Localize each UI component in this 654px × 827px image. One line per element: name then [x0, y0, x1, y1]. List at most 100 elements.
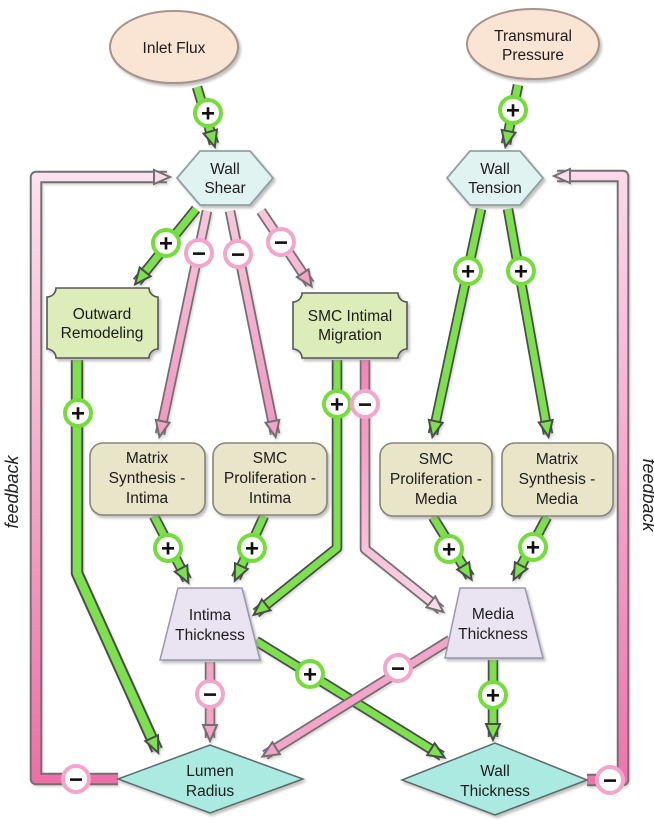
badge-wall-feedback-to-tension: − [595, 765, 625, 795]
badge-intima-to-wall: + [295, 659, 325, 689]
badge-intima-to-lumen: − [195, 679, 225, 709]
badge-sign: + [486, 683, 500, 710]
wall-tension-label-line-2: Tension [468, 180, 521, 197]
badge-shear-to-migration: − [266, 227, 296, 257]
transmural-pressure-label-line-2: Pressure [502, 47, 564, 64]
matrix-synthesis-media-label-line-2: Synthesis - [519, 471, 596, 488]
wall-tension-label-line-1: Wall [480, 161, 510, 178]
badge-sign: + [71, 401, 85, 428]
wall-thickness-label-line-2: Thickness [460, 783, 530, 800]
badge-sign: + [303, 662, 317, 689]
badge-sign: + [526, 535, 540, 562]
badge-ring [61, 764, 91, 794]
badge-lumen-feedback-to-shear: − [61, 764, 91, 794]
badge-tension-to-prolif-media: + [453, 256, 483, 286]
smc-proliferation-intima-label-line-1: SMC [253, 450, 287, 467]
badge-shear-to-matrix-intima: − [184, 238, 214, 268]
wall-shear-label-line-2: Shear [204, 180, 245, 197]
badge-ring [478, 680, 508, 710]
badge-migration-to-media: − [350, 389, 380, 419]
node-intima-thickness: Intima Thickness [159, 587, 261, 661]
media-thickness-label-line-1: Media [472, 606, 515, 623]
wall-thickness-label-line-1: Wall [480, 763, 510, 780]
badge-matrix-intima-to-intima: + [153, 533, 183, 563]
node-shape [89, 442, 206, 516]
node-inlet-flux: Inlet Flux [109, 10, 239, 84]
node-shape [379, 442, 493, 517]
badge-sign: − [69, 767, 83, 794]
edge-wall-tension-to-matrix-synthesis-media [502, 208, 554, 440]
badge-ring [350, 389, 380, 419]
badge-ring [595, 765, 625, 795]
node-shape [399, 742, 590, 816]
badge-ring [237, 533, 267, 563]
edge-body [72, 360, 161, 756]
node-shape [46, 287, 159, 359]
node-shape [159, 587, 261, 661]
smc-proliferation-intima-label-line-3: Intima [249, 490, 292, 507]
intima-thickness-label-line-2: Thickness [175, 627, 245, 644]
smc-proliferation-media-label-line-3: Media [415, 491, 458, 508]
badge-ring [184, 238, 214, 268]
badge-sign: + [161, 536, 175, 563]
edges-layer [29, 83, 630, 787]
badge-sign: − [358, 392, 372, 419]
badge-shear-to-prolif-intima: − [223, 239, 253, 269]
badge-ring [63, 398, 93, 428]
node-shape [444, 587, 544, 659]
outward-remodeling-label-line-1: Outward [73, 306, 132, 323]
matrix-synthesis-intima-label-line-1: Matrix [126, 450, 168, 467]
node-wall-thickness: Wall Thickness [399, 742, 590, 816]
badge-prolif-media-to-media: + [434, 534, 464, 564]
badge-ring [266, 227, 296, 257]
lumen-radius-label-line-2: Radius [186, 783, 234, 800]
lumen-radius-label-line-1: Lumen [186, 763, 233, 780]
matrix-synthesis-media-label-line-1: Matrix [536, 451, 578, 468]
badge-sign: + [159, 231, 173, 258]
node-media-thickness: Media Thickness [444, 587, 544, 659]
badge-ring [506, 256, 536, 286]
matrix-synthesis-intima-label-line-3: Intima [126, 490, 169, 507]
smc-intimal-migration-label-line-2: Migration [318, 327, 382, 344]
node-lumen-radius: Lumen Radius [115, 744, 306, 814]
badge-sign: − [603, 768, 617, 795]
badge-migration-to-intima: + [322, 389, 352, 419]
node-smc-intimal-migration: SMC Intimal Migration [292, 292, 408, 359]
smc-proliferation-media-label-line-1: SMC [419, 451, 453, 468]
badge-ring [453, 256, 483, 286]
badge-matrix-media-to-media: + [518, 532, 548, 562]
matrix-synthesis-intima-label-line-2: Synthesis - [109, 470, 186, 487]
edge-outward-remodeling-to-lumen-radius [70, 360, 163, 756]
badge-sign: + [442, 537, 456, 564]
nodes-layer: Inlet Flux Transmural Pressure Wall Shea… [46, 8, 614, 816]
badge-remodeling-to-lumen: + [63, 398, 93, 428]
badge-sign: + [245, 536, 259, 563]
node-outward-remodeling: Outward Remodeling [46, 287, 159, 359]
node-shape [501, 442, 614, 517]
edge-smc-intimal-migration-to-media-thickness [359, 360, 446, 615]
edge-body [251, 360, 341, 617]
edge-body [504, 208, 554, 440]
badge-sign: − [274, 230, 288, 257]
badge-ring [383, 653, 413, 683]
badge-sign: + [461, 259, 475, 286]
badge-sign: + [201, 101, 215, 128]
node-shape [109, 10, 239, 84]
edge-smc-intimal-migration-to-intima-thickness [251, 360, 343, 618]
badge-sign: − [203, 682, 217, 709]
badge-inlet-to-shear: + [193, 98, 223, 128]
smc-proliferation-media-label-line-2: Proliferation - [390, 471, 482, 488]
edge-media-thickness-to-lumen-radius [260, 635, 453, 760]
node-smc-proliferation-media: SMC Proliferation - Media [379, 442, 493, 517]
node-transmural-pressure: Transmural Pressure [466, 8, 600, 80]
badge-sign: − [192, 241, 206, 268]
smc-intimal-migration-label-line-1: SMC Intimal [308, 308, 392, 325]
badge-sign: + [506, 98, 520, 125]
badge-ring [151, 228, 181, 258]
badge-pressure-to-tension: + [498, 95, 528, 125]
node-smc-proliferation-intima: SMC Proliferation - Intima [212, 442, 328, 516]
badge-ring [223, 239, 253, 269]
feedback-label-left: feedback [2, 454, 22, 528]
inlet-flux-label: Inlet Flux [143, 40, 206, 57]
